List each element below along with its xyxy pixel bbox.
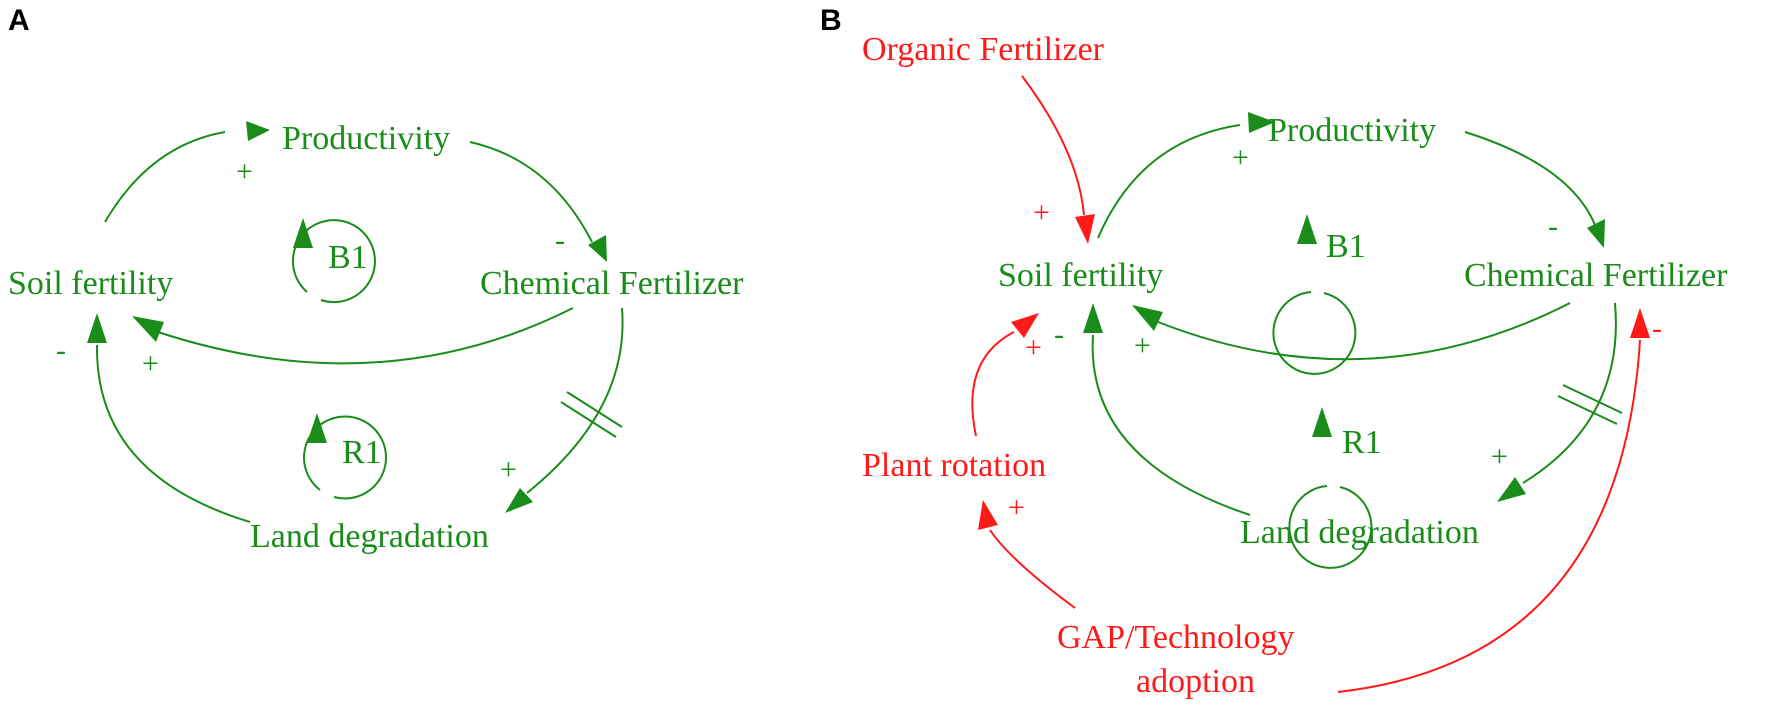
loop-marker-a-r1 — [303, 415, 387, 500]
arrowhead-b-soil-from-rotation — [1011, 313, 1039, 338]
polarity-a-productivity-to-chemical: - — [555, 224, 565, 257]
node-a-land-degradation: Land degradation — [250, 518, 489, 555]
node-b-productivity: Productivity — [1268, 112, 1436, 149]
polarity-b-soil-to-productivity: + — [1232, 141, 1249, 174]
node-a-chemical-fertilizer: Chemical Fertilizer — [480, 265, 744, 302]
loop-marker-b-r1 — [1288, 485, 1373, 569]
loop-label-b-b1: B1 — [1326, 228, 1366, 265]
polarity-b-chemical-to-soil: + — [1134, 329, 1151, 362]
arrowhead-b-chemical — [1587, 219, 1605, 248]
delay-mark-b-2 — [1557, 395, 1618, 425]
arrowhead-a-soil-from-chemical — [132, 316, 164, 342]
arrowhead-b-rotation — [978, 500, 998, 530]
arrowhead-b-soil-from-chemical — [1132, 305, 1163, 331]
arrowhead-a-land — [505, 488, 533, 513]
polarity-b-rotation-to-soil: + — [1025, 331, 1042, 364]
node-b-gap-line2: adoption — [1136, 663, 1255, 700]
delay-mark-b-1 — [1562, 384, 1623, 414]
loop-label-a-r1: R1 — [342, 434, 382, 471]
panel-b-label: B — [820, 4, 842, 37]
arrowhead-b-soil-from-land — [1083, 303, 1103, 333]
polarity-b-organic-to-soil: + — [1033, 196, 1050, 229]
polarity-a-chemical-to-land: + — [500, 453, 517, 486]
loop-arrow-a-r1 — [307, 413, 327, 443]
arrowhead-b-soil-from-organic — [1075, 214, 1095, 244]
arrowhead-a-soil-from-land — [87, 313, 107, 343]
loop-marker-a-b1 — [291, 219, 376, 304]
arrowhead-a-chemical — [588, 235, 607, 262]
polarity-b-gap-to-chemical: - — [1652, 312, 1662, 345]
link-a-chemical-to-soil — [157, 307, 574, 365]
link-a-productivity-to-chemical — [469, 141, 593, 243]
arrowhead-b-productivity — [1248, 112, 1275, 133]
delay-mark-a-1 — [566, 391, 623, 428]
panel-b: B Organic Fertilizer Productivity Soi — [820, 4, 1728, 700]
delay-mark-a-2 — [560, 401, 617, 438]
node-b-land-degradation: Land degradation — [1240, 514, 1479, 551]
polarity-a-land-to-soil: - — [56, 334, 66, 367]
loop-label-b-r1: R1 — [1342, 424, 1382, 461]
loop-label-a-b1: B1 — [328, 239, 368, 276]
polarity-a-chemical-to-soil: + — [142, 347, 159, 380]
link-b-chemical-to-land — [1522, 302, 1617, 484]
node-a-soil-fertility: Soil fertility — [8, 265, 173, 302]
node-b-gap-line1: GAP/Technology — [1057, 619, 1295, 656]
arrowhead-b-chemical-from-gap — [1630, 308, 1650, 338]
link-a-chemical-to-land — [526, 307, 624, 494]
loop-arrow-b-b1 — [1297, 214, 1317, 244]
node-b-chemical-fertilizer: Chemical Fertilizer — [1464, 257, 1728, 294]
link-a-soil-to-productivity — [104, 131, 226, 223]
arrowhead-b-land — [1497, 477, 1526, 502]
link-b-productivity-to-chemical — [1464, 131, 1596, 226]
panel-a-label: A — [8, 4, 30, 37]
link-b-gap-to-rotation — [989, 529, 1076, 609]
polarity-b-land-to-soil: - — [1054, 318, 1064, 351]
link-b-land-to-soil — [1091, 334, 1251, 516]
panel-a: A Productivity Soil fertility Chemical F… — [8, 4, 744, 555]
polarity-b-chemical-to-land: + — [1491, 440, 1508, 473]
polarity-a-soil-to-productivity: + — [236, 155, 253, 188]
link-b-soil-to-productivity — [1097, 124, 1241, 239]
link-b-organic-to-soil — [1021, 75, 1085, 216]
loop-arrow-b-r1 — [1312, 407, 1332, 437]
polarity-b-gap-to-rotation: + — [1008, 491, 1025, 524]
node-b-plant-rotation: Plant rotation — [862, 447, 1046, 484]
link-b-gap-to-chemical — [1337, 339, 1641, 693]
polarity-b-productivity-to-chemical: - — [1548, 210, 1558, 243]
loop-marker-b-b1 — [1272, 291, 1357, 375]
link-b-rotation-to-soil — [971, 331, 1015, 437]
link-a-land-to-soil — [95, 344, 251, 523]
link-b-chemical-to-soil — [1157, 302, 1571, 361]
node-b-organic-fertilizer: Organic Fertilizer — [862, 31, 1105, 68]
arrowhead-a-productivity — [246, 121, 270, 141]
node-a-productivity: Productivity — [282, 120, 450, 157]
node-b-soil-fertility: Soil fertility — [998, 257, 1163, 294]
loop-arrow-a-b1 — [293, 218, 313, 248]
